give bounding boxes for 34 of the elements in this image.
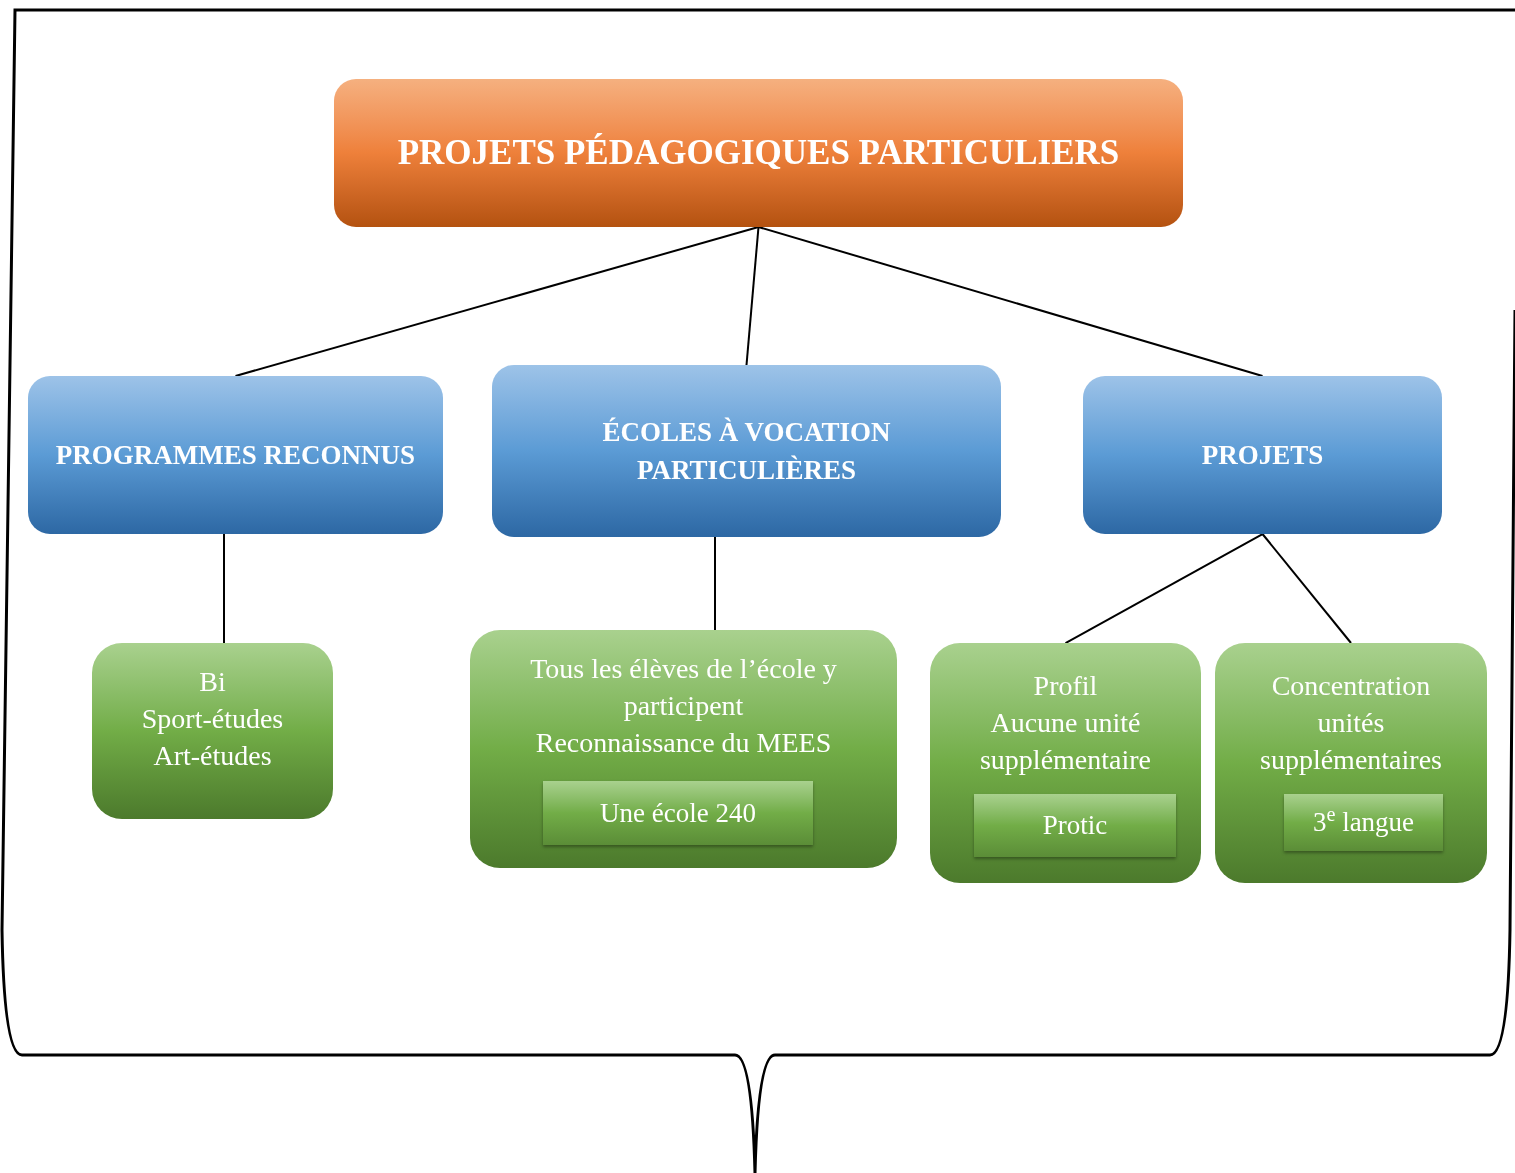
node-text: Sport-études [141,702,284,736]
item-box [1215,643,1487,883]
connector-line [223,533,225,644]
node-text: 3$^{e}$ langue [1312,802,1415,840]
node-text: Reconnaissance du MEES [535,726,832,760]
node-text: Une école 240 [600,796,756,830]
sub-item-box [543,781,813,845]
node-text: unités supplémentaires [1259,706,1443,777]
node-text: PROJETS [1201,439,1324,472]
node-text: Profil [1033,669,1098,703]
sub-item-box [974,794,1176,857]
category-box [492,365,1001,537]
item-box [92,643,333,819]
node-text: PROGRAMMES RECONNUS [55,439,416,472]
item-box [470,630,897,868]
category-box [28,376,443,534]
item-box [930,643,1201,883]
connector-line [757,226,1264,377]
connector-line [745,226,760,366]
node-text: Concentration [1271,669,1431,703]
connector-line [1261,533,1352,644]
node-text: Tous les élèves de l’école y participent [529,652,838,723]
node-text: Aucune unité supplémentaire [978,706,1153,777]
sub-item-box [1284,794,1443,851]
node-text: Protic [1042,809,1108,843]
node-text: Art-études [153,739,272,773]
node-text: ÉCOLES À VOCATION PARTICULIÈRES [601,416,892,487]
title-box [334,79,1183,227]
connector-line [1064,533,1264,644]
node-text: PROJETS PÉDAGOGIQUES PARTICULIERS [397,131,1120,174]
node-text: Bi [199,665,226,699]
connector-line [234,226,760,377]
connector-line [714,536,716,631]
category-box [1083,376,1442,534]
